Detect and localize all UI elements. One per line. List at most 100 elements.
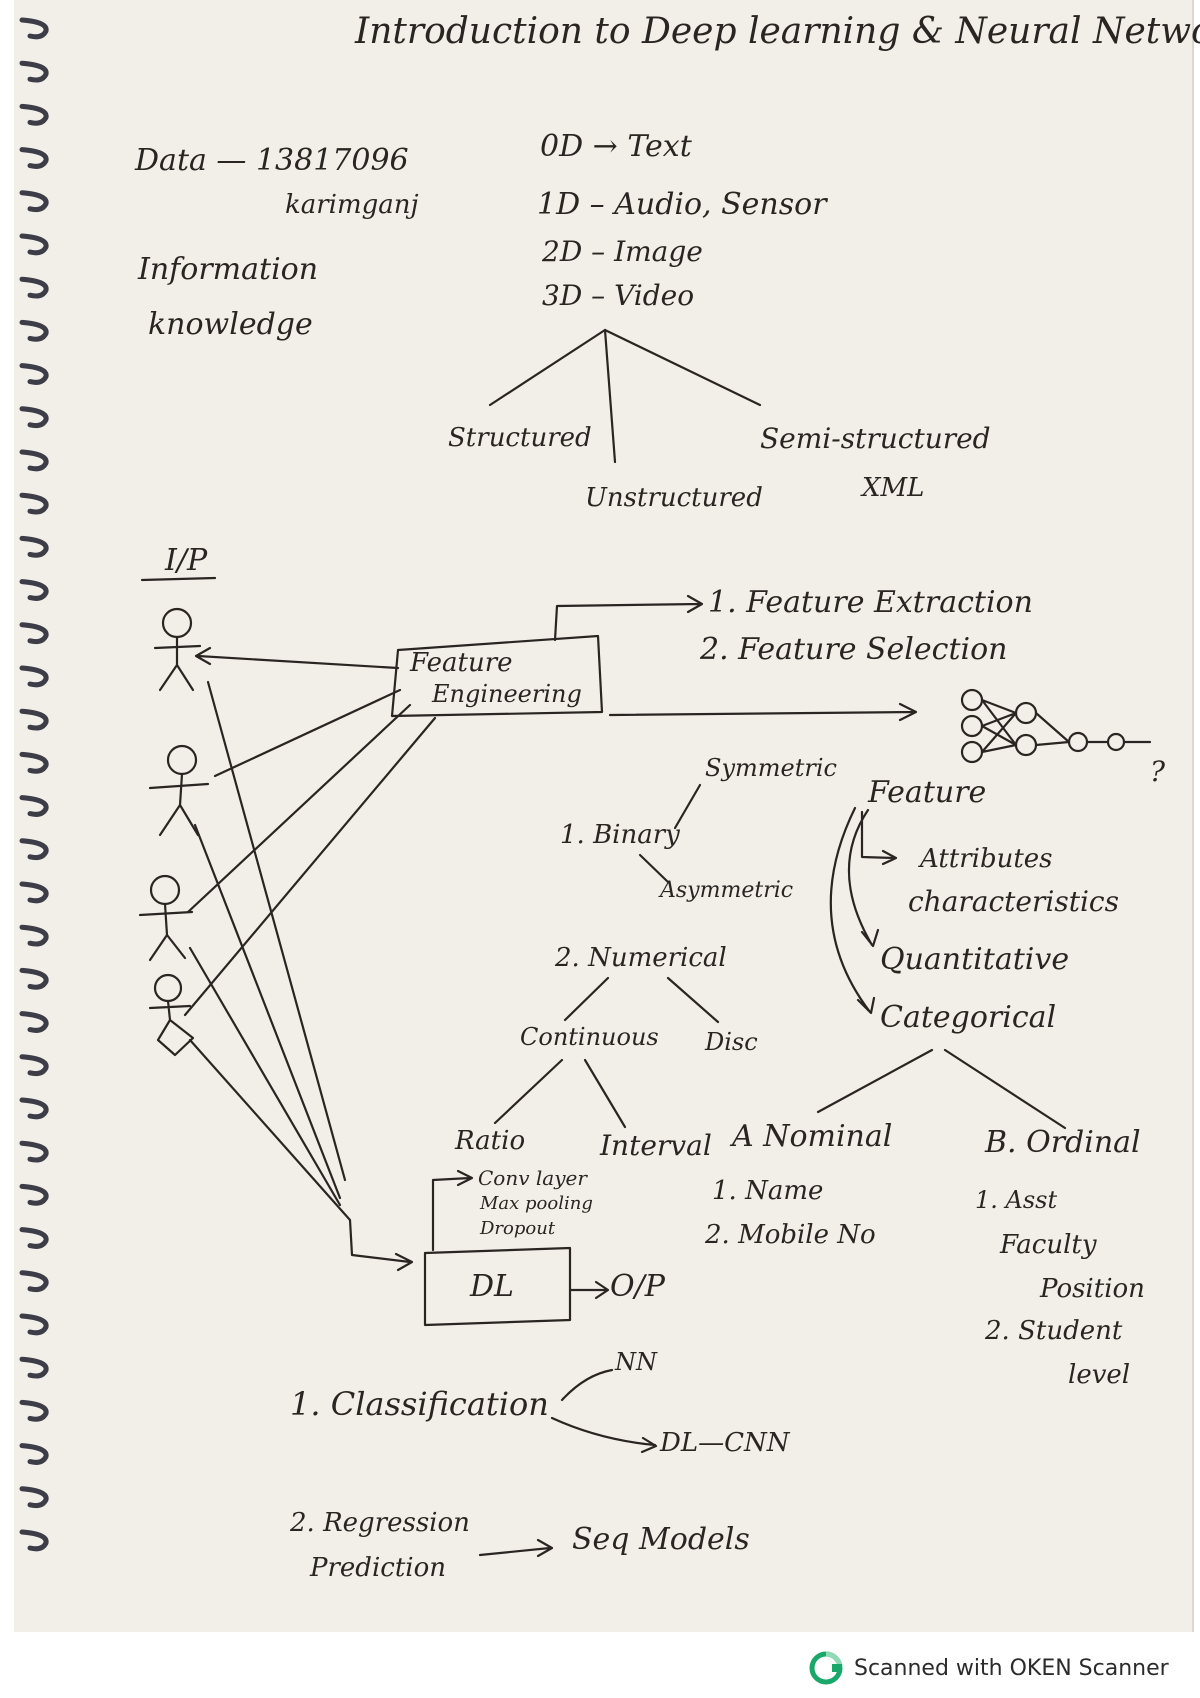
scanner-footer: Scanned with OKEN Scanner [808,1648,1169,1688]
binding-ring [19,1443,49,1465]
numerical-label: 2. Numerical [555,943,727,973]
binding-ring [19,795,49,817]
feature-categorical-brace [829,806,876,1015]
cont-branch-interval [583,1058,627,1129]
type-structured: Structured [448,423,592,453]
feature-categorical: Categorical [880,1000,1057,1035]
spiral-binding [19,17,49,1552]
binding-ring [19,665,49,688]
nominal-item-2: 2. Mobile No [705,1220,876,1250]
binding-ring [19,1054,49,1077]
binding-ring [19,60,49,83]
arrow-fe-steps [553,594,704,642]
binding-ring [19,967,49,990]
binding-ring [19,103,49,126]
line-person2-fe [213,688,402,778]
binding-ring [19,924,49,947]
ordinal-item-2b: level [1068,1360,1131,1390]
binding-ring [19,449,49,472]
nominal-item-1: 1. Name [712,1176,824,1206]
class-branch-nn [560,1368,614,1402]
binding-ring [19,881,49,904]
binding-ring [19,363,49,385]
information-label: Information [138,252,319,287]
ordinal-item-1: 1. Asst [975,1186,1058,1214]
cat-branch-nominal [816,1048,934,1114]
binding-ring [19,1183,49,1206]
binding-ring [19,535,49,558]
dl-box-label: DL [470,1269,514,1304]
regression-line2: Prediction [310,1553,446,1583]
regression-line1: 2. Regression [290,1508,470,1538]
dl-layers-bracket [431,1169,474,1252]
fe-step-selection: 2. Feature Selection [700,632,1008,667]
data-label: Data — 13817096 [135,143,409,178]
data-sub: karimganj [285,190,419,220]
binding-ring [19,1140,49,1163]
binary-asymmetric: Asymmetric [660,878,794,903]
line-person4-fe [183,716,437,1017]
nominal-label: A Nominal [732,1119,893,1154]
binding-ring [19,1313,49,1336]
arrow-dl-output [568,1280,610,1300]
ordinal-item-1c: Position [1040,1274,1145,1304]
line-person3-fe [186,703,412,914]
dimension-0d: 0D → Text [540,129,692,164]
page-title: Introduction to Deep learning & Neural N… [355,11,1200,52]
feature-attributes: Attributes [920,844,1053,874]
type-semi-structured: Semi-structured [760,422,991,455]
dimension-3d: 3D – Video [542,279,695,312]
num-branch-discrete [666,976,720,1024]
person-icon-4 [148,973,195,1057]
neural-network-icon [960,688,1152,764]
binary-branch-asymmetric [638,853,670,884]
input-label: I/P [165,543,208,578]
tree-line-unstructured [603,328,617,464]
arrow-fe-nn [608,702,918,722]
binding-ring [19,147,49,169]
binding-ring [19,1011,49,1033]
binary-label: 1. Binary [560,820,680,850]
binary-branch-symmetric [673,783,702,830]
binding-ring [19,1097,49,1120]
line-person1-dl [206,680,347,1182]
num-branch-continuous [563,976,610,1022]
input-underline [140,576,217,582]
dl-layer-maxpool: Max pooling [480,1193,593,1214]
classification-cnn: DL—CNN [660,1428,790,1458]
classification-label: 1. Classification [290,1385,549,1423]
regression-target: Seq Models [572,1522,750,1557]
binding-ring [19,1399,49,1422]
binding-ring [19,406,49,429]
arrow-fe-to-person [194,646,400,670]
binding-ring [19,1227,49,1249]
ordinal-item-2: 2. Student [985,1316,1123,1346]
binding-ring [19,190,49,213]
nn-output-question: ? [1150,755,1166,788]
binding-ring [19,708,49,731]
numerical-discrete: Disc [705,1028,758,1056]
binding-ring [19,579,49,601]
numerical-ratio: Ratio [455,1126,526,1156]
scanner-footer-text: Scanned with OKEN Scanner [854,1655,1169,1681]
numerical-interval: Interval [600,1129,712,1162]
cont-branch-ratio [493,1058,564,1125]
binding-ring [19,1356,49,1379]
person-icon-1 [153,607,202,692]
binding-ring [19,838,49,861]
binding-ring [19,622,49,645]
feature-quantitative-brace [847,808,880,948]
person-icon-3 [138,874,194,962]
line-person4-dl [188,1038,414,1272]
dimension-2d: 2D – Image [542,235,703,268]
notebook-paper [14,0,1194,1632]
classification-nn: NN [615,1348,657,1376]
feature-engineering-line1: Feature [410,648,513,678]
feature-engineering-line2: Engineering [432,680,582,708]
binding-ring [19,492,49,515]
fe-step-extraction: 1. Feature Extraction [708,585,1033,620]
binary-symmetric: Symmetric [705,754,837,782]
binding-ring [19,751,49,774]
feature-quantitative: Quantitative [880,942,1070,977]
